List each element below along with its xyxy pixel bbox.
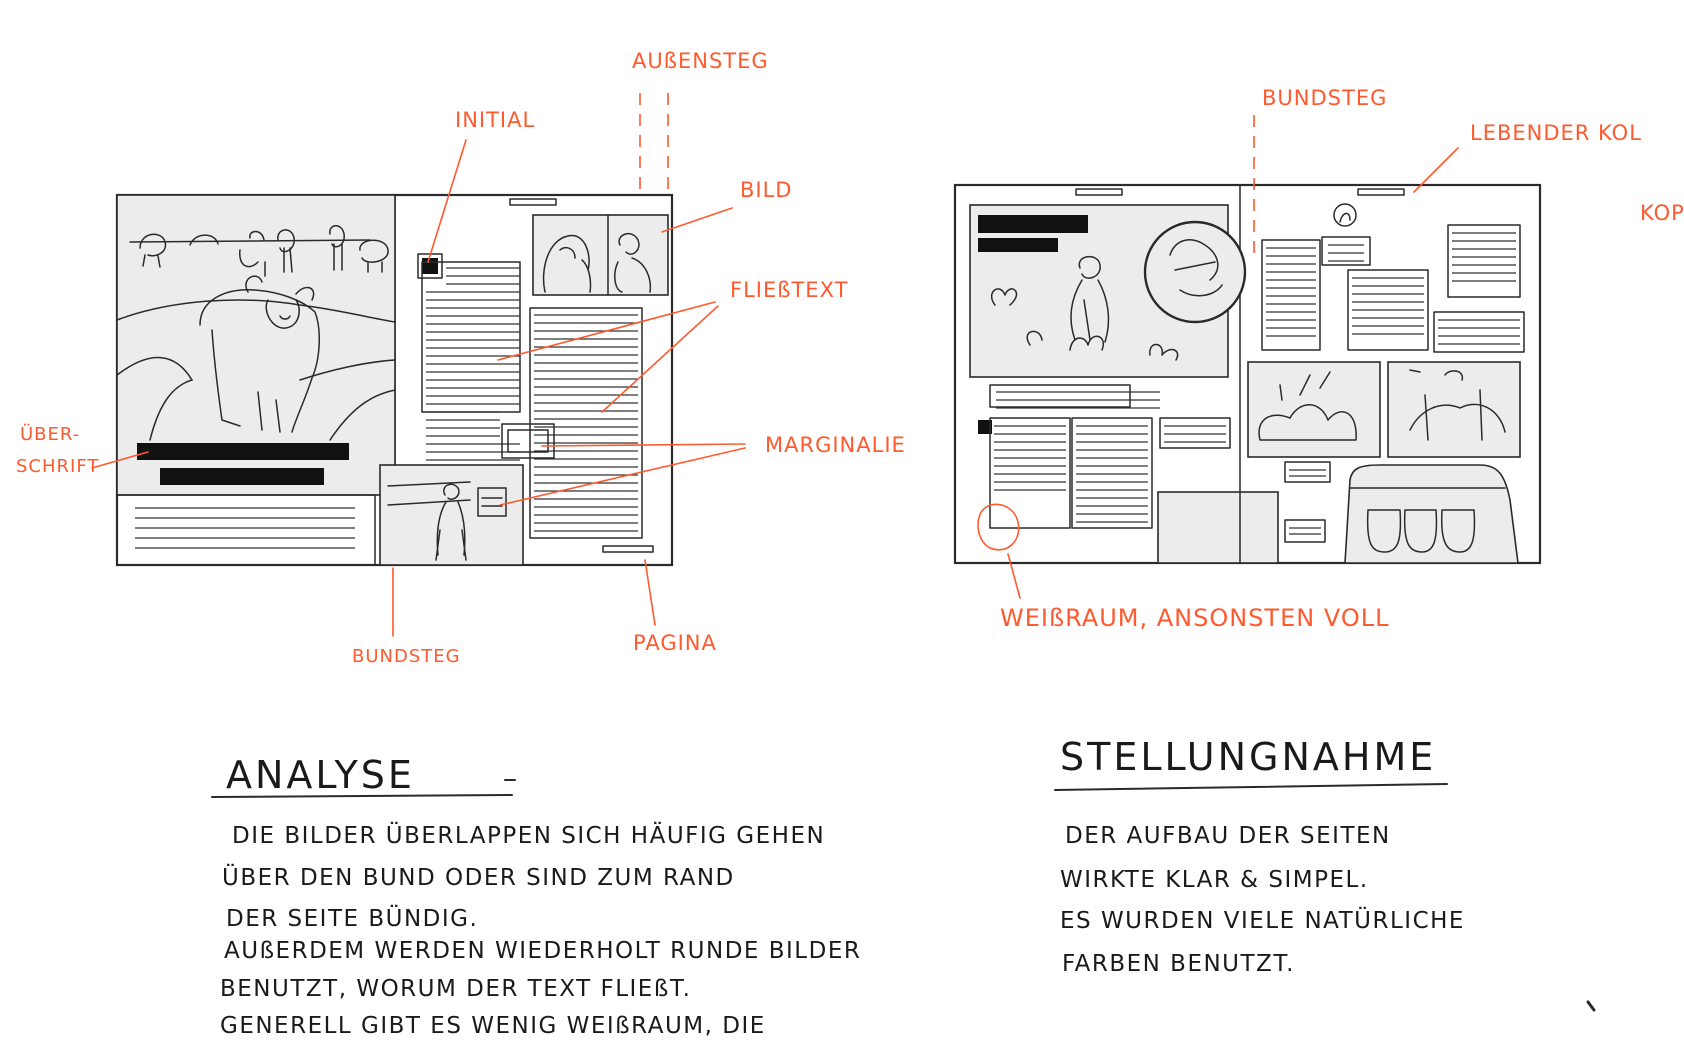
stellungnahme-title: STELLUNGNAHME <box>1060 735 1436 779</box>
label-pagina: PAGINA <box>633 631 717 655</box>
label-ueberschrift-2: SCHRIFT <box>16 456 99 477</box>
analyse-title: ANALYSE <box>226 753 415 797</box>
headline-bar <box>137 443 349 460</box>
subheadline-bar <box>160 468 324 485</box>
right-right-images <box>1247 361 1521 564</box>
right-left-text <box>978 384 1279 564</box>
label-ueberschrift-1: ÜBER- <box>20 423 80 445</box>
analyse-line-5: BENUTZT, WORUM DER TEXT FLIEßT. <box>220 976 691 1002</box>
pagina-mark <box>602 545 654 553</box>
label-bundsteg-right: BUNDSTEG <box>1262 86 1387 110</box>
right-left-image <box>969 204 1247 378</box>
stellungnahme-line-1: DER AUFBAU DER SEITEN <box>1065 823 1391 849</box>
label-aussensteg: AUßENSTEG <box>632 49 769 73</box>
bund-image <box>379 464 524 566</box>
right-page-image <box>532 214 669 296</box>
left-page-image <box>116 194 396 496</box>
text-column-1 <box>421 261 521 461</box>
right-annotations: BUNDSTEG LEBENDER KOL KOP WEIßRAUM, ANSO… <box>1000 86 1684 632</box>
label-fliesstext: FLIEßTEXT <box>730 278 848 302</box>
analyse-line-3: DER SEITE BÜNDIG. <box>226 904 478 932</box>
marginalie-box <box>501 423 555 459</box>
stellungnahme-line-2: WIRKTE KLAR & SIMPEL. <box>1060 867 1369 893</box>
analyse-line-2: ÜBER DEN BUND ODER SIND ZUM RAND <box>222 863 735 891</box>
label-marginalie: MARGINALIE <box>765 433 906 457</box>
label-weissraum: WEIßRAUM, ANSONSTEN VOLL <box>1000 604 1389 632</box>
label-bild: BILD <box>740 178 792 202</box>
left-annotations: AUßENSTEG INITIAL BILD FLIEßTEXT MARGINA… <box>16 49 906 667</box>
stellungnahme-section: STELLUNGNAHME DER AUFBAU DER SEITEN WIRK… <box>1054 735 1596 1012</box>
right-right-text <box>1261 203 1525 353</box>
label-kop: KOP <box>1640 201 1684 225</box>
left-spread <box>115 193 674 567</box>
label-bundsteg-left: BUNDSTEG <box>352 646 461 667</box>
left-lower-textbox <box>135 507 355 549</box>
initial-block <box>422 258 438 274</box>
analyse-line-6: GENERELL GIBT ES WENIG WEIßRAUM, DIE <box>220 1013 766 1039</box>
whitespace-marker <box>977 503 1020 551</box>
right-spread <box>953 183 1542 565</box>
stellungnahme-line-4: FARBEN BENUTZT. <box>1062 951 1295 977</box>
label-lebender: LEBENDER KOL <box>1470 121 1642 145</box>
label-initial: INITIAL <box>455 108 535 132</box>
stellungnahme-line-3: ES WURDEN VIELE NATÜRLICHE <box>1060 906 1465 934</box>
analyse-section: ANALYSE DIE BILDER ÜBERLAPPEN SICH HÄUFI… <box>211 753 861 1039</box>
analyse-line-1: DIE BILDER ÜBERLAPPEN SICH HÄUFIG GEHEN <box>232 821 825 849</box>
analyse-line-4: AUßERDEM WERDEN WIEDERHOLT RUNDE BILDER <box>224 938 861 964</box>
text-column-2 <box>529 307 643 539</box>
